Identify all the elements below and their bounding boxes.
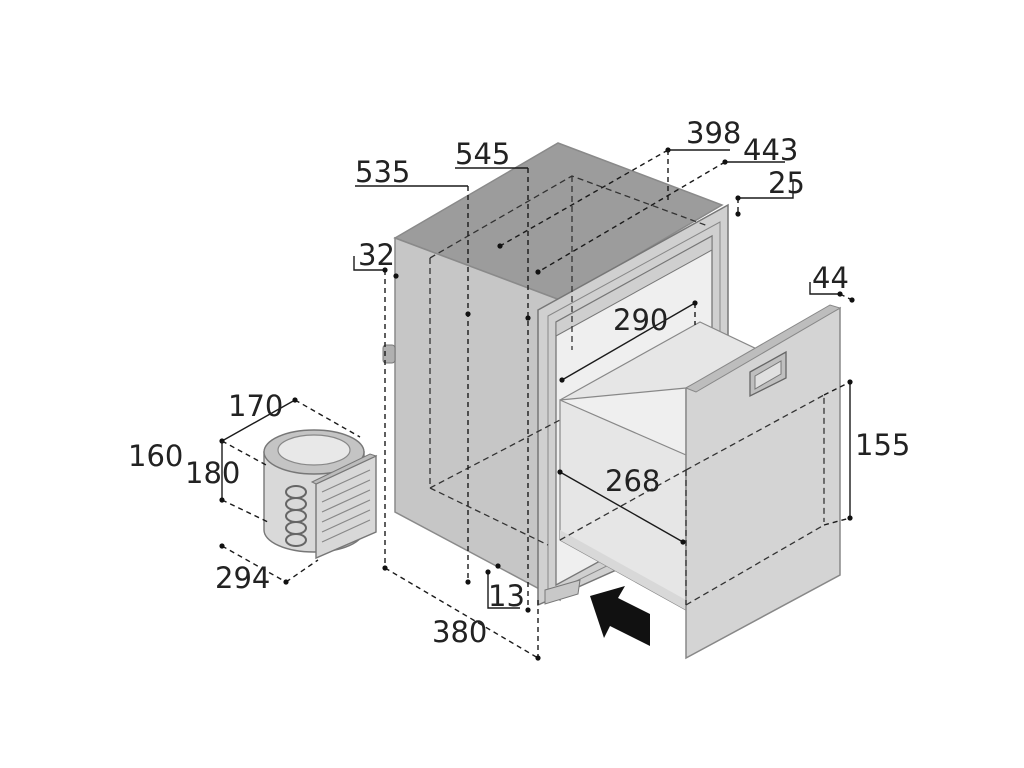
dim-294-line (221, 545, 287, 583)
cabinet-side-face (394, 236, 561, 602)
drawer-front-top-edge (684, 304, 842, 393)
dim-13-dot-a (485, 569, 491, 575)
dim-180-ext-b (221, 499, 269, 523)
dim-443-dot-a (722, 159, 728, 165)
dim-13-label: 13 (488, 579, 525, 613)
dim-155-label: 155 (855, 428, 910, 462)
dim-268-label: 268 (605, 464, 660, 498)
dim-155-dot-b (847, 515, 853, 521)
dim-170-label: 170 (228, 389, 283, 423)
dim-170-dot-b (292, 397, 298, 403)
dim-398-label: 398 (686, 116, 741, 150)
dim-535-label: 535 (355, 155, 410, 189)
compressor-unit (263, 429, 378, 560)
cabinet-hidden-edge-4 (429, 487, 549, 546)
dim-443-label: 443 (743, 133, 798, 167)
dim-170-ext (294, 399, 361, 438)
dim-290-dot-b (692, 300, 698, 306)
dim-180-label: 180 (185, 456, 240, 490)
dim-160-label: 160 (128, 439, 183, 473)
dim-545-label: 545 (455, 137, 510, 171)
dim-32-label: 32 (358, 238, 395, 272)
dim-545-dot-a (525, 315, 531, 321)
dim-32-dot-b (393, 273, 399, 279)
dim-44-dot-b (849, 297, 855, 303)
dim-380-label: 380 (432, 615, 487, 649)
dim-155-dot-a (847, 379, 853, 385)
drawer (559, 304, 842, 660)
dimension-labels: 398 443 25 545 535 32 44 290 155 268 170… (128, 116, 910, 649)
compressor-top-inner (277, 434, 351, 466)
dim-535-dot-a (465, 311, 471, 317)
compressor-control-box-top (310, 453, 378, 485)
cabinet-side-knob (382, 344, 396, 364)
dim-25-leader (738, 180, 794, 199)
compressor-coil (285, 485, 307, 547)
drawer-hidden-edge-3 (559, 469, 687, 541)
dim-170-line (221, 399, 296, 442)
dim-290-label: 290 (613, 303, 668, 337)
dim-25-label: 25 (768, 166, 805, 200)
dim-268-line (559, 471, 684, 543)
dim-380-line (384, 567, 539, 659)
dimension-lines (219, 147, 855, 661)
dim-25-dot-a (735, 195, 741, 201)
dim-268-dot-a (557, 469, 563, 475)
dim-294-dot-b (283, 579, 289, 585)
cabinet-top-rail (555, 235, 713, 337)
dim-268-dot-b (680, 539, 686, 545)
dim-443-line (537, 161, 726, 273)
drawer-handle-inner (754, 360, 782, 390)
dim-44-label: 44 (812, 261, 849, 295)
dim-155-ext-a (823, 381, 851, 396)
dim-32-dot-a (382, 267, 388, 273)
dim-294-ext (285, 559, 319, 583)
arrow-icon (590, 586, 650, 646)
dim-290-line (561, 302, 696, 381)
drawer-hidden-edge-1 (685, 393, 825, 522)
dim-44-leader (809, 282, 840, 295)
dim-13-dot-b (495, 563, 501, 569)
dim-398-dot-b (497, 243, 503, 249)
dim-294-dot-a (219, 543, 225, 549)
compressor-vents (321, 469, 371, 543)
drawer-tub-bottom (560, 530, 686, 610)
dim-294-label: 294 (215, 561, 270, 595)
dim-380-dot-a (382, 565, 388, 571)
dim-443-dot-b (535, 269, 541, 275)
dim-155-ext-b (823, 517, 851, 526)
dim-290-dot-a (559, 377, 565, 383)
dim-44-dot-a (837, 291, 843, 297)
cabinet-foot (544, 579, 581, 605)
dim-13-leader (487, 572, 520, 609)
dim-535-dot-b (465, 579, 471, 585)
dim-180-dot-b (219, 497, 225, 503)
drawer-hidden-edge-2 (685, 524, 825, 606)
dim-545-dot-b (525, 607, 531, 613)
dim-25-dot-b (735, 211, 741, 217)
cabinet-hidden-edge-5 (429, 419, 561, 489)
dim-380-dot-b (535, 655, 541, 661)
dim-32-leader (353, 256, 385, 271)
